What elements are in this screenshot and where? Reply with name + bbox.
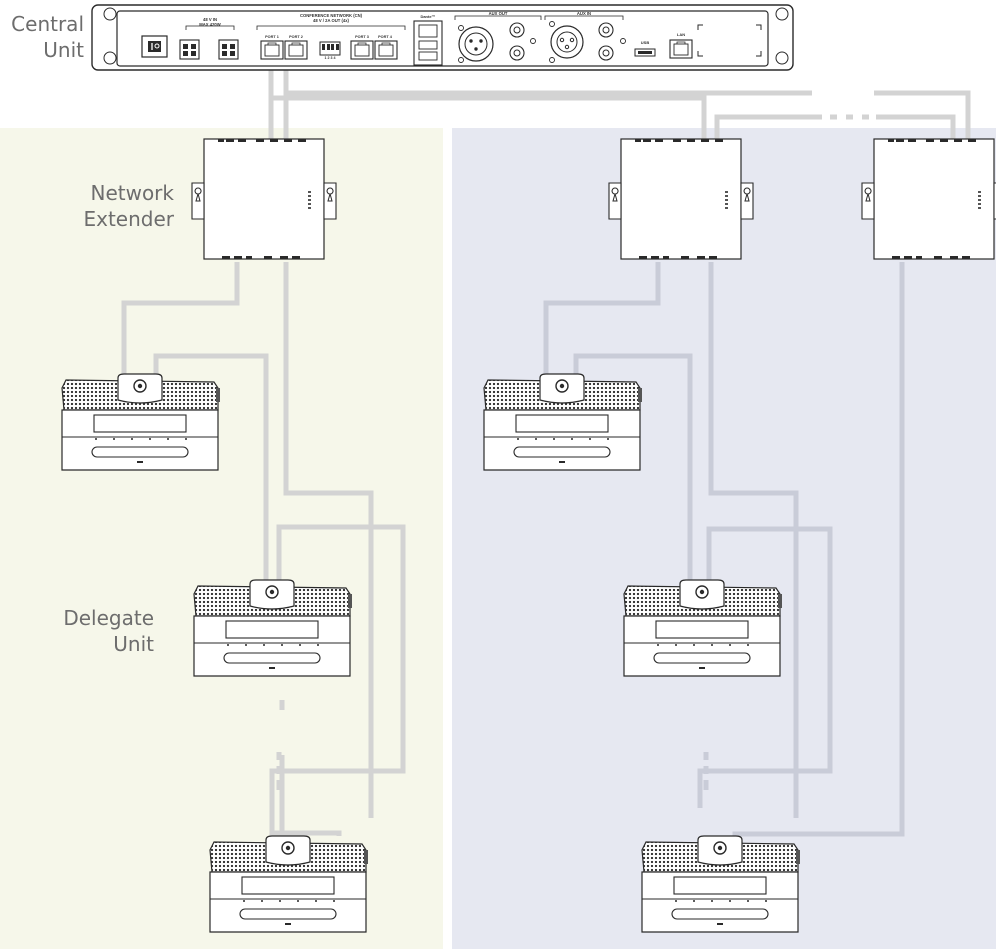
- rj45-port-icon: [284, 40, 308, 60]
- port-1-label: PORT 1: [265, 35, 279, 39]
- usb-label: USB: [641, 40, 650, 45]
- rj45-port-icon: [260, 40, 284, 60]
- delegate-unit-device: [209, 835, 369, 933]
- delegate-unit-device: [623, 579, 783, 677]
- central-unit-device: 48 V IN MAX 420W CONFERENCE NETWORK (CN)…: [91, 4, 794, 71]
- network-extender-device: [191, 138, 337, 260]
- rj45-port-icon: [669, 39, 693, 59]
- power-switch-icon: [141, 35, 168, 58]
- right-network-zone: [452, 128, 996, 949]
- dante-label: Dante™: [420, 14, 435, 19]
- rack-hole-icon: [775, 51, 789, 65]
- conference-network-power-label: 48 V / 2A OUT (4x): [313, 18, 350, 23]
- network-extender-label: Network Extender: [83, 181, 174, 231]
- max-power-label: MAX 420W: [199, 22, 220, 27]
- central-unit-label: Central Unit: [11, 12, 84, 62]
- delegate-unit-device: [641, 835, 801, 933]
- port-3-label: PORT 3: [355, 35, 369, 39]
- rack-hole-icon: [103, 7, 117, 21]
- lan-label: LAN: [677, 32, 685, 37]
- power-connector-icon: [179, 39, 239, 60]
- network-extender-device: [861, 138, 996, 260]
- dip-numbers-label: 1 2 3 4: [325, 56, 336, 60]
- delegate-unit-device: [61, 373, 221, 471]
- port-4-label: PORT 4: [378, 35, 393, 39]
- rack-hole-icon: [775, 7, 789, 21]
- delegate-unit-device: [193, 579, 353, 677]
- rca-connector-icon: [509, 22, 536, 61]
- left-chain-ellipsis: [276, 700, 286, 790]
- rack-hole-icon: [103, 51, 117, 65]
- central-trunk-cables: [271, 90, 971, 139]
- dante-ports-icon: [413, 20, 443, 66]
- xlr-connector-icon: [458, 25, 494, 63]
- xlr-connector-icon: [549, 21, 584, 63]
- power-in-label: 48 V IN: [203, 17, 217, 22]
- port-2-label: PORT 2: [289, 35, 303, 39]
- aux-in-label: AUX IN: [577, 11, 591, 16]
- rj45-port-icon: [350, 40, 374, 60]
- aux-out-label: AUX OUT: [489, 11, 508, 16]
- delegate-unit-device: [483, 373, 643, 471]
- rj45-port-icon: [374, 40, 398, 60]
- rca-connector-icon: [598, 22, 626, 61]
- usb-port-icon: [634, 48, 656, 57]
- dip-switch-icon: [319, 41, 341, 56]
- display-frame-icon: [697, 24, 762, 57]
- network-extender-device: [608, 138, 754, 260]
- right-cables: [543, 262, 905, 837]
- delegate-unit-label: Delegate Unit: [63, 606, 154, 656]
- conference-network-label: CONFERENCE NETWORK (CN): [300, 13, 363, 18]
